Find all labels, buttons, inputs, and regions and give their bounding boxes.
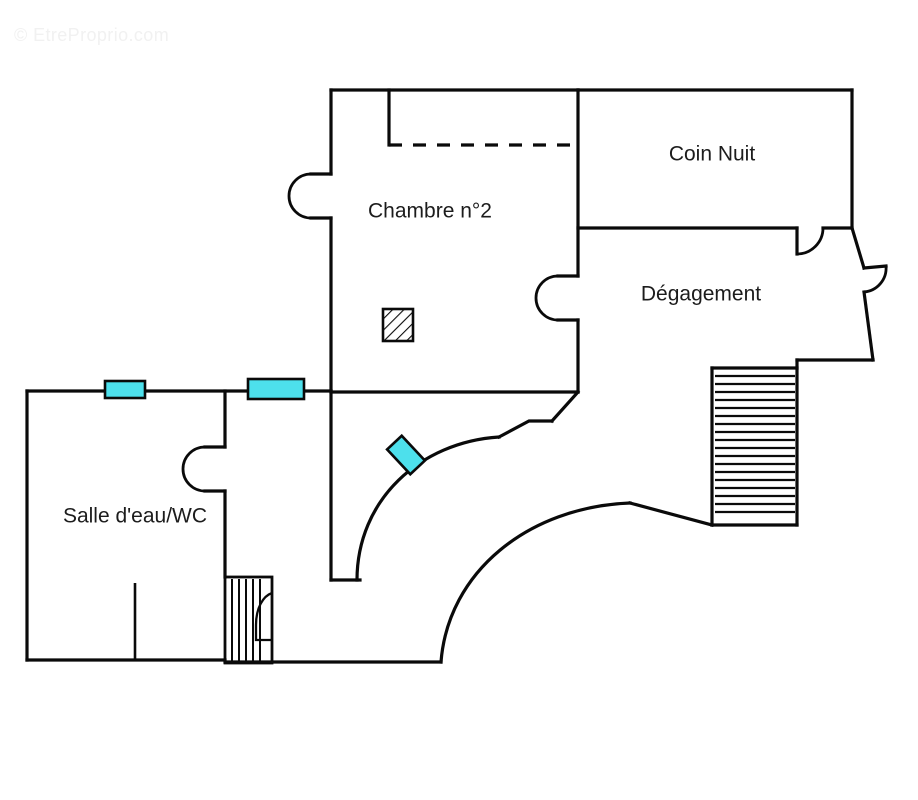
room-label-coin-nuit: Coin Nuit — [669, 143, 756, 166]
wall-degagement-east-upper — [850, 226, 866, 270]
window-salle-eau-north — [103, 379, 147, 400]
windows-group — [103, 377, 427, 477]
staircase-lower-left — [223, 575, 274, 665]
walls-group — [25, 88, 888, 664]
door-arc-salle-eau-east — [181, 445, 206, 493]
wall-curve-door-swing — [355, 435, 501, 582]
wall-living-to-staircase — [628, 501, 714, 527]
room-label-degagement: Dégagement — [641, 283, 761, 306]
room-label-chambre2: Chambre n°2 — [368, 200, 492, 223]
door-arc-chambre2-west — [287, 172, 312, 220]
door-arc-degagement-east — [863, 265, 888, 294]
wall-diagonal-to-chambre2 — [496, 419, 554, 440]
door-arc-coin-nuit-east — [796, 227, 825, 256]
door-jamb-degagement-east-a — [862, 264, 888, 270]
staircase-main-right — [715, 374, 795, 514]
room-labels-group: Chambre n°2 Coin Nuit Dégagement Salle d… — [63, 143, 761, 528]
door-arc-degagement-west — [534, 274, 559, 322]
wall-degagement-east-lower — [862, 290, 875, 362]
column-chambre2 — [381, 307, 415, 343]
window-chambre-south-west — [246, 377, 306, 401]
wall-diagonal-up — [549, 389, 581, 424]
room-label-salle-eau-wc: Salle d'eau/WC — [63, 505, 207, 528]
wall-curve-living-large — [439, 501, 632, 664]
window-curved-wall — [385, 433, 427, 477]
